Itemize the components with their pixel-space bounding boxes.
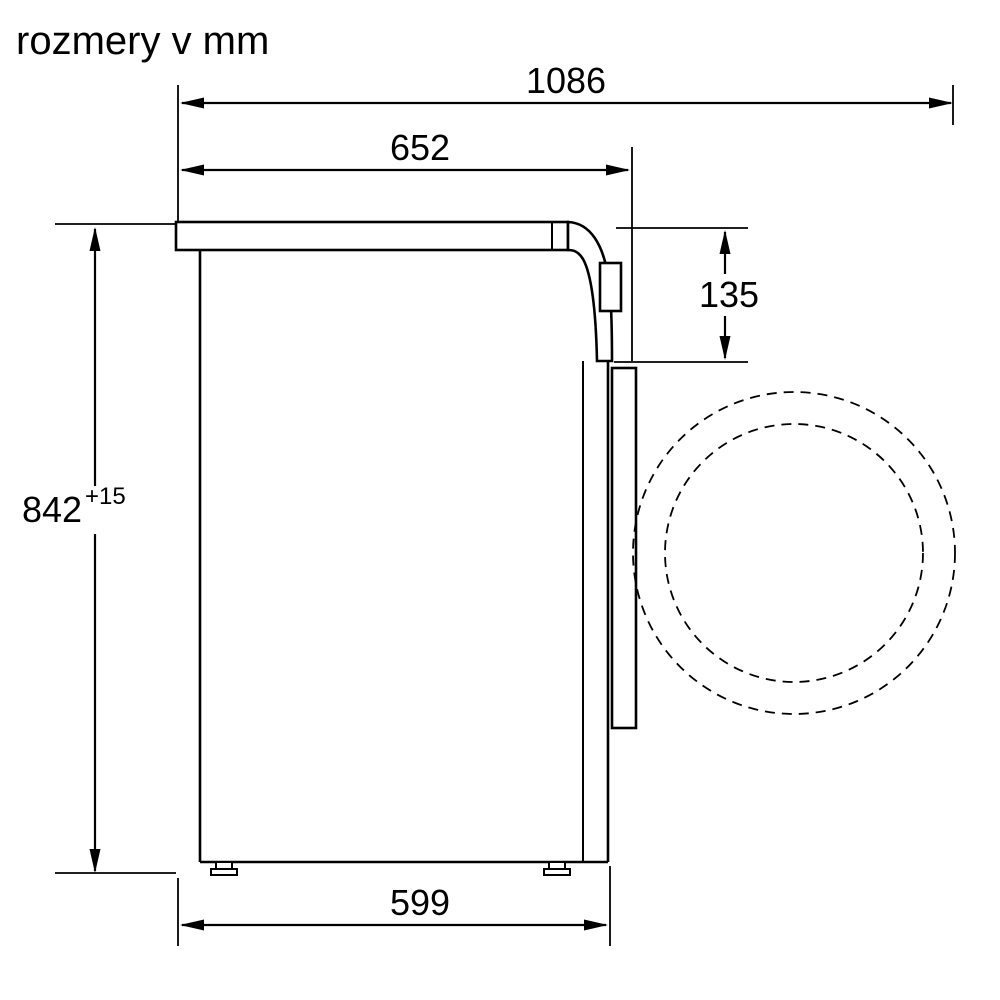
arrowhead-bottom-842 <box>89 849 101 873</box>
drawer-handle <box>598 261 623 313</box>
extension-lines <box>55 85 954 946</box>
arrowhead-right-652 <box>606 164 630 176</box>
arrowhead-left-1086 <box>180 97 204 109</box>
door-swing-arcs <box>632 391 956 715</box>
label-599: 599 <box>390 882 450 923</box>
arrowhead-left-599 <box>180 919 204 931</box>
door-swing-arc-outer <box>632 391 956 715</box>
arrowhead-bottom-135 <box>719 336 731 360</box>
label-842: 842 <box>22 489 82 530</box>
door-swing-arc-inner <box>664 423 924 683</box>
appliance-outline <box>174 220 638 876</box>
label-652: 652 <box>390 127 450 168</box>
foot-left-pad <box>210 868 238 876</box>
foot-left-stem <box>215 861 233 870</box>
door-panel <box>610 366 638 730</box>
foot-right-stem <box>548 861 566 870</box>
label-135: 135 <box>699 274 759 315</box>
arrowhead-top-842 <box>89 227 101 251</box>
page-title: rozmery v mm <box>16 19 269 63</box>
arrowhead-left-652 <box>180 164 204 176</box>
arrowhead-right-599 <box>584 919 608 931</box>
arrowhead-right-1086 <box>929 97 953 109</box>
foot-right-pad <box>543 868 571 876</box>
label-1086: 1086 <box>526 60 606 101</box>
control-console <box>566 220 614 363</box>
label-842-tolerance: +15 <box>85 483 126 510</box>
dimension-labels: 1086 652 135 842 +15 599 <box>22 60 759 923</box>
arrowhead-top-135 <box>719 230 731 254</box>
worktop-panel <box>174 220 570 252</box>
dimension-lines <box>89 97 953 931</box>
